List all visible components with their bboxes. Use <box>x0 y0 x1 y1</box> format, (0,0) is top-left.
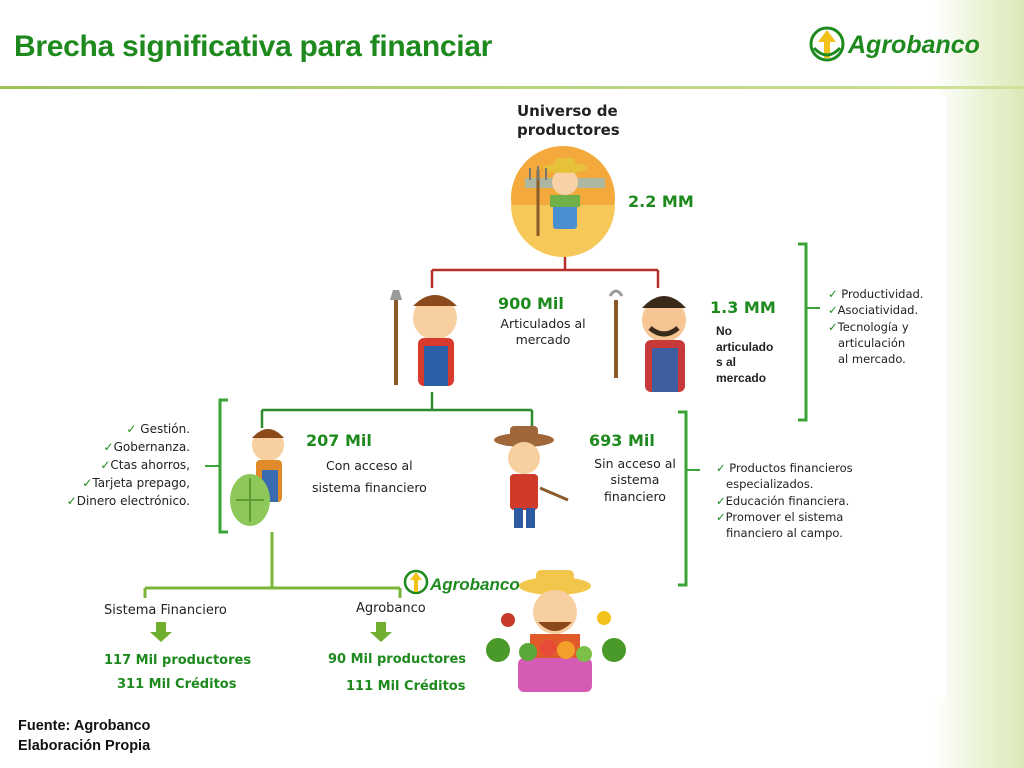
list-item: ✓Educación financiera. <box>716 493 850 508</box>
list-item: especializados. <box>726 477 814 492</box>
source-footer: Fuente: Agrobanco Elaboración Propia <box>18 718 151 755</box>
agrobanco-credits: 111 Mil Créditos <box>346 679 466 694</box>
logo-small-wordmark: Agrobanco <box>429 575 520 594</box>
farmer-without-access-illustration <box>494 426 569 528</box>
list-item: ✓Promover el sistema <box>716 509 844 524</box>
diagram-panel <box>72 96 946 698</box>
with-access-features-list: ✓ Gestión. ✓Gobernanza. ✓Ctas ahorros, ✓… <box>56 420 190 510</box>
list-item: ✓Tarjeta prepago, <box>82 476 190 490</box>
without-access-label: Sin acceso al sistema financiero <box>594 456 676 504</box>
farmer-basket-illustration <box>486 570 626 692</box>
list-item: ✓Gobernanza. <box>103 440 190 454</box>
farmer-universe-illustration <box>511 146 615 257</box>
with-access-value: 207 Mil <box>306 431 372 450</box>
logo-wordmark: Agrobanco <box>847 31 980 59</box>
arrow-down-icon <box>370 622 392 642</box>
articulated-value: 900 Mil <box>498 294 564 313</box>
list-item: ✓Tecnología y <box>828 319 909 334</box>
without-access-needs-list: ✓ Productos financieros especializados. … <box>716 460 853 542</box>
list-item: ✓ Productos financieros <box>716 461 853 475</box>
farmer-with-access-illustration <box>230 429 284 526</box>
page-title: Brecha significativa para financiar <box>14 30 493 63</box>
articulated-label: Articulados al mercado <box>500 316 586 347</box>
not-articulated-value: 1.3 MM <box>710 298 776 317</box>
list-item: financiero al campo. <box>726 526 843 541</box>
background-gradient <box>934 0 1024 768</box>
agrobanco-logo-top: Agrobanco <box>809 26 980 62</box>
universe-value: 2.2 MM <box>628 192 694 211</box>
not-articulated-needs-list: ✓ Productividad. ✓Asociatividad. ✓Tecnol… <box>828 286 923 368</box>
connector-level1 <box>430 252 660 288</box>
farmer-not-articulated-illustration <box>608 289 686 392</box>
arrow-down-icon <box>150 622 172 642</box>
list-item: ✓ Productividad. <box>828 287 924 301</box>
bracket-not-articulated <box>798 242 808 422</box>
universe-label: Universo de productores <box>517 102 620 139</box>
without-access-value: 693 Mil <box>589 431 655 450</box>
list-item: ✓Dinero electrónico. <box>66 494 190 508</box>
title-divider <box>0 86 1024 89</box>
logo-arrow-icon <box>818 30 836 58</box>
agrobanco-producers: 90 Mil productores <box>328 652 467 667</box>
farmer-articulated-illustration <box>390 290 457 386</box>
financial-system-label: Sistema Financiero <box>104 603 227 618</box>
financial-system-credits: 311 Mil Créditos <box>117 677 237 692</box>
with-access-label: Con acceso al sistema financiero <box>312 458 427 495</box>
agrobanco-logo-small: Agrobanco <box>403 569 520 595</box>
bracket-without-access <box>678 410 688 587</box>
list-item: articulación <box>838 335 906 350</box>
connector-level2 <box>260 392 534 428</box>
list-item: ✓Asociatividad. <box>828 303 919 318</box>
list-item: al mercado. <box>838 352 906 367</box>
list-item: ✓ Gestión. <box>126 422 190 436</box>
connector-level3 <box>143 532 402 598</box>
bracket-with-access <box>218 398 228 534</box>
financial-system-producers: 117 Mil productores <box>104 653 252 668</box>
agrobanco-label: Agrobanco <box>356 601 426 616</box>
list-item: ✓Ctas ahorros, <box>100 458 190 472</box>
not-articulated-label: No articulado s al mercado <box>716 324 774 385</box>
